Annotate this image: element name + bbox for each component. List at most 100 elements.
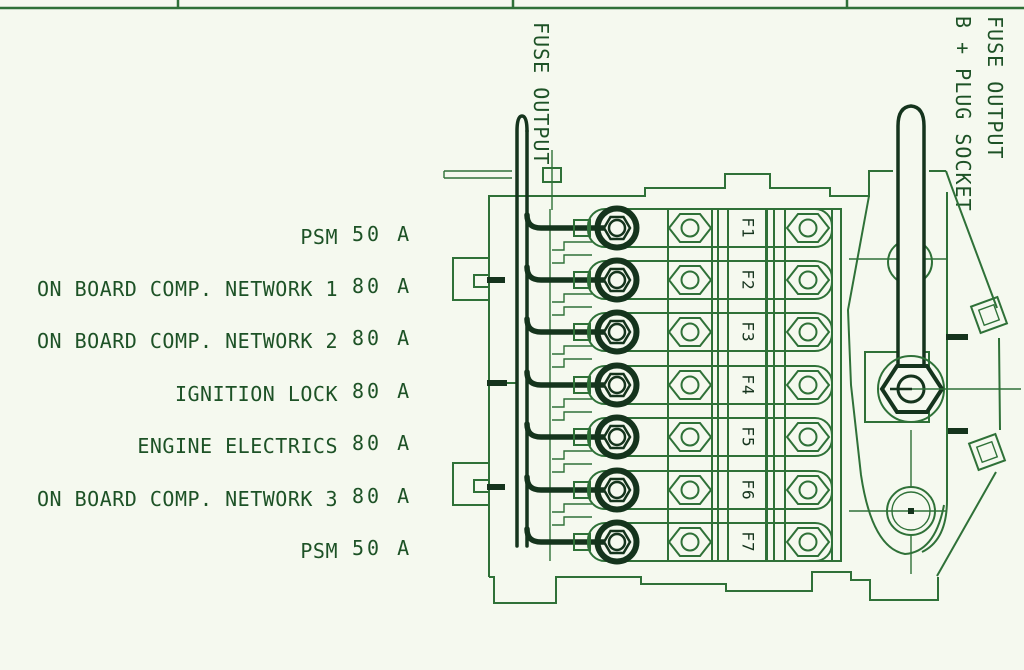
housing-rib — [552, 503, 592, 526]
fuse-strip-tab — [573, 481, 591, 499]
housing-rib — [552, 241, 592, 264]
bplus-assembly — [845, 104, 1021, 577]
terminal-bore — [607, 218, 627, 238]
holder-nut-hex — [667, 317, 713, 347]
holder-nut-hex — [785, 213, 831, 243]
terminal-bore — [607, 270, 627, 290]
ring-terminal — [594, 309, 640, 355]
right-bus-label-line2: B + PLUG SOCKET — [951, 16, 975, 212]
fuse-amp-rating: 80 A — [352, 274, 412, 298]
fuse-amp-rating: 50 A — [352, 222, 412, 246]
right-tab-lower — [967, 432, 1007, 472]
holder-nut-hex — [667, 422, 713, 452]
holder-nut-bore — [680, 270, 700, 290]
terminal-bore — [607, 427, 627, 447]
fuse-strip — [587, 470, 833, 510]
holder-nut-hex — [667, 370, 713, 400]
holder-nut-bore — [680, 480, 700, 500]
fuse-id: F1 — [739, 217, 758, 238]
holder-nut-bore — [798, 427, 818, 447]
busbar-wire — [524, 526, 607, 545]
fuse-strip-tab — [573, 219, 591, 237]
holder-nut-bore — [798, 218, 818, 238]
top-border-line — [0, 0, 1024, 10]
fuse-amp-rating: 80 A — [352, 431, 412, 455]
terminal-bore — [607, 480, 627, 500]
holder-nut-hex — [785, 317, 831, 347]
fuse-circuit-label: ENGINE ELECTRICS — [137, 434, 338, 458]
fuse-amp-rating: 80 A — [352, 379, 412, 403]
right-tab-upper — [969, 295, 1009, 335]
holder-nut-bore — [798, 375, 818, 395]
ring-terminal — [594, 414, 640, 460]
busbar-wire — [524, 369, 607, 388]
holder-nut-hex — [667, 265, 713, 295]
fuse-strip — [587, 365, 833, 405]
holder-nut-bore — [798, 480, 818, 500]
busbar-wire — [524, 421, 607, 440]
ring-terminal — [594, 205, 640, 251]
holder-nut-bore — [680, 375, 700, 395]
fuse-id: F3 — [739, 321, 758, 342]
fuse-strip — [587, 208, 833, 248]
holder-nut-bore — [798, 270, 818, 290]
busbar-wire — [524, 264, 607, 283]
housing-rib — [552, 293, 592, 316]
housing-rib — [552, 345, 592, 368]
fuse-circuit-label: ON BOARD COMP. NETWORK 1 — [37, 277, 338, 301]
ring-terminal — [594, 257, 640, 303]
fuse-id: F7 — [739, 531, 758, 552]
holder-nut-bore — [680, 427, 700, 447]
holder-nut-hex — [785, 370, 831, 400]
ring-terminal — [594, 519, 640, 565]
housing-rib — [552, 398, 592, 421]
fuse-id: F5 — [739, 426, 758, 447]
busbar-wire — [524, 474, 607, 493]
fuse-strip — [587, 417, 833, 457]
fuse-strip-tab — [573, 428, 591, 446]
holder-nut-hex — [667, 527, 713, 557]
fuse-strip — [587, 260, 833, 300]
fuse-strip — [587, 522, 833, 562]
holder-nut-hex — [785, 265, 831, 295]
fuse-strip-tab — [573, 376, 591, 394]
fuse-circuit-label: IGNITION LOCK — [175, 382, 338, 406]
holder-nut-hex — [785, 475, 831, 505]
terminal-bore — [607, 532, 627, 552]
holder-nut-hex — [785, 422, 831, 452]
holder-nut-bore — [798, 322, 818, 342]
holder-nut-hex — [785, 527, 831, 557]
fuse-id: F4 — [739, 374, 758, 395]
fuse-id: F2 — [739, 269, 758, 290]
holder-nut-hex — [667, 213, 713, 243]
fuse-circuit-label: ON BOARD COMP. NETWORK 2 — [37, 329, 338, 353]
busbar-wire — [524, 316, 607, 335]
fuse-id: F6 — [739, 479, 758, 500]
fuse-rows: PSM 50 A F1 ON BOARD COMP. NETWORK 1 80 A F2O… — [37, 205, 833, 565]
fuse-strip-tab — [573, 271, 591, 289]
ring-terminal — [594, 362, 640, 408]
fuse-strip-tab — [573, 323, 591, 341]
fuse-strip — [587, 312, 833, 352]
fuse-strip-tab — [573, 533, 591, 551]
holder-nut-bore — [680, 532, 700, 552]
ring-terminal — [594, 467, 640, 513]
fuse-amp-rating: 50 A — [352, 536, 412, 560]
fuse-circuit-label: ON BOARD COMP. NETWORK 3 — [37, 487, 338, 511]
bplus-busbar — [896, 104, 926, 392]
right-bus-label-line1: FUSE OUTPUT — [983, 16, 1007, 159]
lower-terminal-circle — [886, 486, 936, 536]
housing-rib — [552, 450, 592, 473]
terminal-bore — [607, 322, 627, 342]
holder-nut-hex — [667, 475, 713, 505]
holder-nut-bore — [798, 532, 818, 552]
terminal-bore — [607, 375, 627, 395]
fuse-amp-rating: 80 A — [352, 326, 412, 350]
busbar-wire — [524, 212, 607, 231]
fuse-circuit-label: PSM — [300, 225, 338, 249]
holder-nut-bore — [680, 218, 700, 238]
holder-nut-bore — [680, 322, 700, 342]
center-bus-label: FUSE OUTPUT — [529, 22, 553, 165]
fuse-amp-rating: 80 A — [352, 484, 412, 508]
